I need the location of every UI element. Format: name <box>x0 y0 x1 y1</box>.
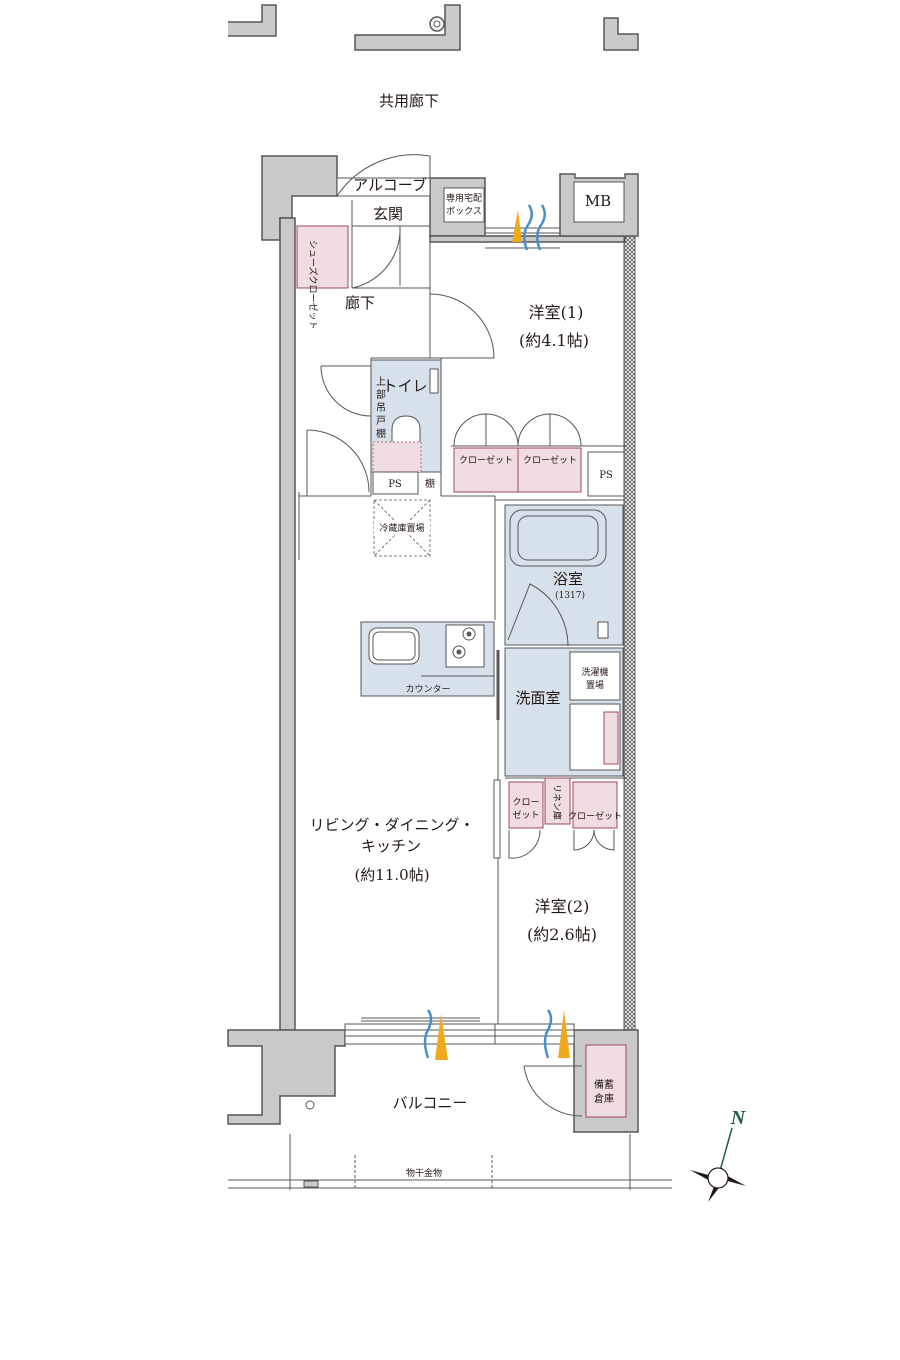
balcony-windows <box>344 1017 575 1045</box>
balcony-label: バルコニー <box>393 1094 468 1112</box>
ldk-door <box>298 429 370 560</box>
bath-shelf <box>597 621 609 639</box>
room2-closet-1 <box>508 781 544 829</box>
toilet-ps-label: PS <box>388 479 402 490</box>
shoes-closet <box>296 225 349 289</box>
storage-label-2: 倉庫 <box>594 1092 614 1105</box>
room1-ps <box>587 451 625 497</box>
alcove-label: アルコーブ <box>353 176 427 194</box>
mb-box <box>573 181 625 223</box>
closet-short-2: ゼット <box>512 809 539 821</box>
room2-closet-doors <box>508 829 615 859</box>
counter-label: カウンター <box>405 684 450 695</box>
upper-shelf-label: 上 部 吊 戸 棚 <box>376 376 386 440</box>
closet-label-3: クローゼット <box>568 810 622 822</box>
shelf-label: 棚 <box>425 477 435 490</box>
shoes-closet-label: シューズクローゼット <box>307 240 319 330</box>
hall-door <box>351 225 401 289</box>
closet-label-1: クローゼット <box>459 454 513 466</box>
svg-text:部: 部 <box>376 388 386 401</box>
closet-short-1: クロー <box>512 797 539 808</box>
ventilation-bottom <box>423 1009 570 1060</box>
bathtub <box>509 509 607 567</box>
drying-rod-label: 物干金物 <box>406 1167 442 1179</box>
toilet-door <box>320 365 372 417</box>
svg-text:戸: 戸 <box>376 415 386 427</box>
entrance-label: 玄関 <box>373 205 403 223</box>
top-window <box>485 227 560 249</box>
washer-label-2: 置場 <box>586 679 604 691</box>
washer-label-1: 洗濯機 <box>581 666 608 678</box>
room2-sliding-door <box>493 779 501 859</box>
storage-label-1: 備蓄 <box>594 1078 614 1091</box>
toilet-label: トイレ <box>382 377 427 395</box>
hallway-label: 廊下 <box>345 294 375 312</box>
svg-text:上: 上 <box>376 376 386 388</box>
balcony-drain-icon <box>305 1100 315 1110</box>
svg-text:吊: 吊 <box>376 402 386 414</box>
room1-size: (約4.1帖) <box>519 331 589 350</box>
delivery-box-label-1: 専用宅配 <box>446 192 482 204</box>
toilet-tank <box>429 368 439 394</box>
drain-icon <box>429 16 445 32</box>
ventilation-top <box>512 204 546 251</box>
ldk-size: (約11.0帖) <box>354 866 429 884</box>
entrance-door <box>336 154 431 226</box>
exterior-wall-hatched <box>623 235 636 1031</box>
svg-text:棚: 棚 <box>376 427 386 440</box>
kitchen <box>368 624 485 668</box>
delivery-box-label-2: ボックス <box>446 206 482 217</box>
vanity <box>569 703 621 771</box>
ldk-name-2: キッチン <box>361 837 421 855</box>
toilet-shelf <box>372 441 422 473</box>
washer-space <box>569 651 621 701</box>
fridge-label: 冷蔵庫置場 <box>379 522 424 534</box>
room1-door <box>429 293 495 359</box>
balcony-railing <box>228 1134 672 1190</box>
washroom-label: 洗面室 <box>515 689 560 707</box>
closet-label-2: クローゼット <box>523 454 577 466</box>
storage-closet <box>585 1044 627 1118</box>
bath-name: 浴室 <box>553 570 583 588</box>
room1-closet <box>453 413 582 493</box>
mb-label: MB <box>585 192 611 210</box>
corridor-label: 共用廊下 <box>379 92 439 110</box>
toilet-ps <box>372 471 419 495</box>
north-label: N <box>730 1107 747 1129</box>
storage-door <box>523 1065 583 1117</box>
room1-ps-label: PS <box>599 470 613 481</box>
linen-closet <box>544 777 571 825</box>
room2-name: 洋室(2) <box>535 897 590 916</box>
bath-size: (1317) <box>555 590 585 601</box>
linen-label: リネン庫 <box>551 784 563 820</box>
room1-name: 洋室(1) <box>529 303 584 322</box>
room2-size: (約2.6帖) <box>527 925 597 944</box>
room2-closet-2 <box>572 781 618 829</box>
ldk-name-1: リビング・ダイニング・ <box>309 816 474 834</box>
bath-door <box>507 583 569 647</box>
delivery-box <box>443 187 485 223</box>
neighbor-walls-top <box>228 4 639 51</box>
compass-icon <box>690 1127 746 1202</box>
svg-text:シューズクローゼット: シューズクローゼット <box>307 240 319 330</box>
